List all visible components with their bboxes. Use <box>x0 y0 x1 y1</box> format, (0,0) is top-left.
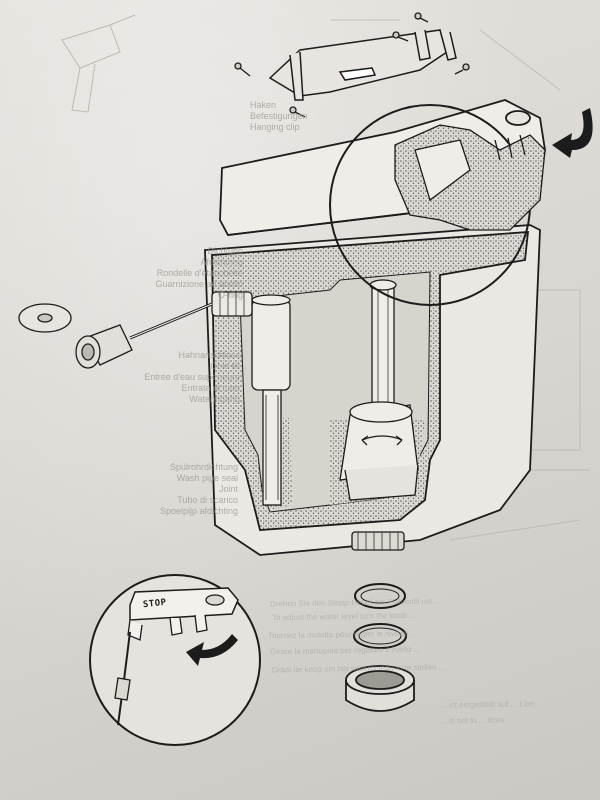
caption-line: Spoelpijp afdichting <box>159 506 238 516</box>
caption-line: Dichtung <box>207 246 243 256</box>
caption-line: Hahnanschluss <box>178 350 240 360</box>
left-caption-washpipe: Spülrohrdichtung Wash pipe seal Joint Tu… <box>138 462 238 517</box>
hanging-bracket <box>268 29 457 101</box>
ghost-line: ... is set to ... litres <box>439 715 505 726</box>
drill-icon <box>61 14 136 113</box>
detail-circle-bottom <box>89 574 261 746</box>
outlet-thread <box>351 531 405 551</box>
fill-valve <box>251 294 291 506</box>
caption-line: Joint <box>218 484 238 494</box>
caption-line: Wash pipe seal <box>176 473 238 483</box>
left-caption-inlet: Hahnanschluss Cold fill Entrée d'eau sup… <box>140 350 240 405</box>
caption-line: Cold fill <box>210 361 240 371</box>
caption-line: Tubo di scarico <box>177 495 238 505</box>
bracket-caption: Haken Befestigungen Hanging clip <box>250 100 308 133</box>
caption-line: O-ring <box>217 290 243 300</box>
inlet-connector <box>129 291 253 340</box>
caption-line: Spülrohrdichtung <box>169 462 238 472</box>
inlet-elbow <box>75 324 133 369</box>
caption-line: Befestigungen <box>250 111 308 121</box>
left-caption-seal: Dichtung Afdichtring Rondelle d'étanchéi… <box>143 246 243 301</box>
caption-line: Hanging clip <box>250 122 300 132</box>
sealing-washer <box>18 303 72 333</box>
screw-icon <box>234 12 470 118</box>
rotate-arrow-icon <box>361 435 403 446</box>
caption-line: Haken <box>250 100 277 110</box>
flush-valve <box>339 279 419 501</box>
caption-line: Wateringang <box>189 394 240 404</box>
caption-line: Rondelle d'étanchéité <box>156 268 243 278</box>
caption-line: Entrée d'eau supérieure <box>144 372 240 382</box>
outlet-nut <box>345 665 415 712</box>
seal-ring-2 <box>353 623 407 649</box>
caption-line: Afdichtring <box>200 257 243 267</box>
ghost-line: ... ist eingestellt auf ... Liter <box>439 699 536 710</box>
detail-circle-top <box>329 104 546 306</box>
seal-ring-1 <box>354 583 406 609</box>
caption-line: Entrata di tubo <box>181 383 240 393</box>
curved-arrow-icon <box>186 634 238 666</box>
caption-line: Guarnizione ad anello <box>155 279 243 289</box>
curved-arrow-icon <box>552 108 593 158</box>
